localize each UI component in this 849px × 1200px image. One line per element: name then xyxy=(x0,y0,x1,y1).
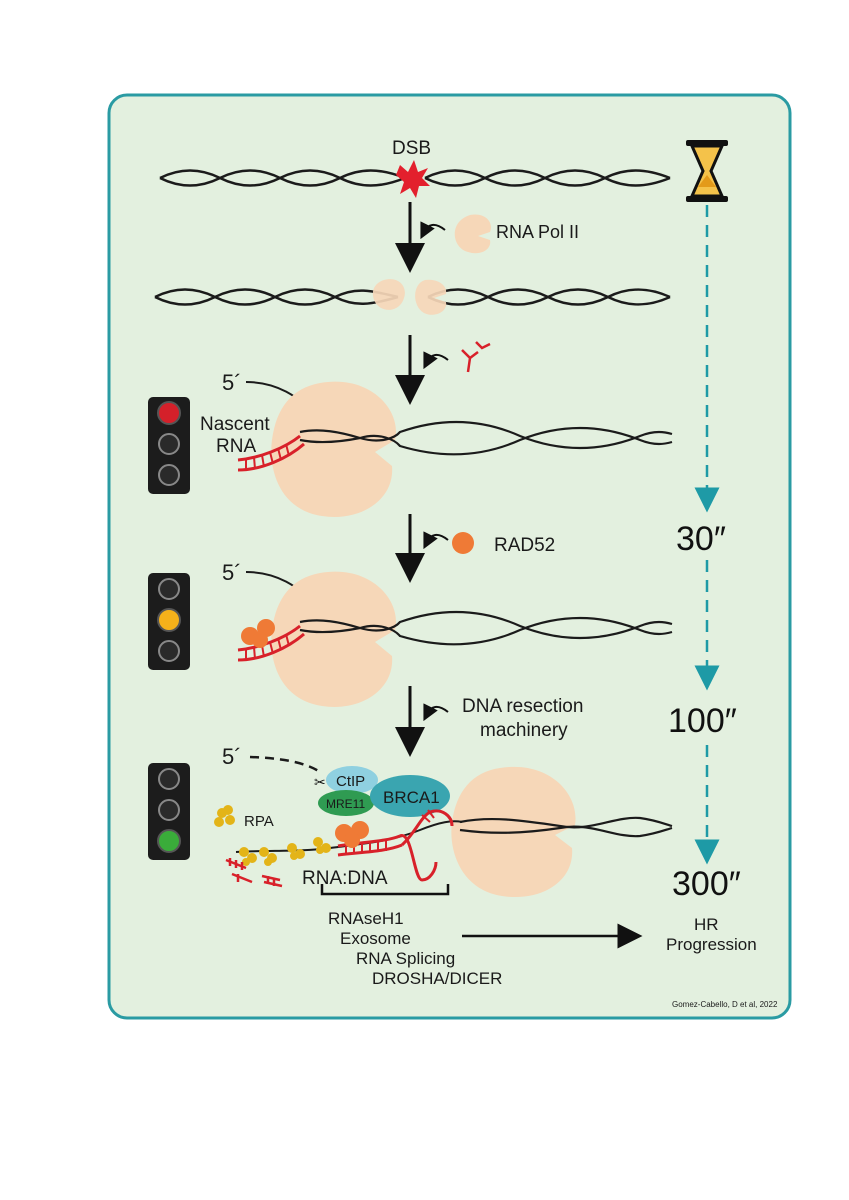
traffic-light-green xyxy=(148,763,190,860)
rna-hybrid-2 xyxy=(237,624,305,662)
dsb-label: DSB xyxy=(392,138,431,159)
rad52-bound-cluster xyxy=(241,619,275,648)
rna-pol-ii-icon xyxy=(454,214,491,254)
dna-helix-row1 xyxy=(159,169,671,187)
pol-ii-body-2 xyxy=(271,571,396,707)
traffic-light-yellow xyxy=(148,573,190,670)
mre11-label: MRE11 xyxy=(326,797,365,811)
pol-ii-bound-left xyxy=(372,279,405,310)
rad52-label: RAD52 xyxy=(494,535,555,556)
factor-rna-splicing: RNA Splicing xyxy=(356,949,455,968)
timeline-30: 30″ xyxy=(676,520,726,558)
rna-label: RNA xyxy=(216,436,256,457)
rna-dna-label: RNA:DNA xyxy=(302,868,388,889)
five-prime-label-1: 5´ xyxy=(222,370,242,395)
rna-dna-rungs xyxy=(345,809,435,855)
scissors-icon: ✂ xyxy=(314,774,326,790)
dna-helix-row4 xyxy=(299,610,673,646)
mre11-icon xyxy=(318,790,374,816)
dna-resection-label-2: machinery xyxy=(480,720,568,741)
brca1-label: BRCA1 xyxy=(383,788,440,807)
curl-arrow-3 xyxy=(423,531,449,550)
progression-label: Progression xyxy=(666,935,757,954)
ctip-label: CtIP xyxy=(336,773,365,790)
nascent-rna-hybrid xyxy=(237,434,305,472)
rpa-cluster-icons xyxy=(214,805,331,866)
timeline-300: 300″ xyxy=(672,865,741,903)
curl-arrow-4 xyxy=(423,703,449,722)
credit-label: Gomez-Cabello, D et al, 2022 xyxy=(672,1000,778,1009)
factor-rnaseh1: RNAseH1 xyxy=(328,909,404,928)
hr-label: HR xyxy=(694,915,719,934)
panel xyxy=(107,93,792,1020)
five-prime-label-3: 5´ xyxy=(222,744,242,769)
nascent-label: Nascent xyxy=(200,414,270,435)
rad52-bound-cluster-2 xyxy=(335,821,369,848)
brca1-icon xyxy=(370,775,450,817)
dna-helix-row5 xyxy=(459,816,673,838)
factor-drosha-dicer: DROSHA/DICER xyxy=(372,969,502,988)
rad52-icon xyxy=(452,532,474,554)
pol-ii-bound-right xyxy=(415,279,447,315)
resected-strand-dashed xyxy=(249,755,321,774)
curl-arrow-2 xyxy=(423,351,449,370)
rpa-label: RPA xyxy=(244,813,274,830)
rna-pol-ii-label: RNA Pol II xyxy=(496,222,579,242)
pol-ii-body-1 xyxy=(271,381,396,517)
traffic-light-red xyxy=(148,397,190,494)
degraded-rna-fragments xyxy=(225,858,283,888)
dna-resection-label-1: DNA resection xyxy=(462,696,583,717)
ctip-icon xyxy=(326,766,378,794)
factor-exosome: Exosome xyxy=(340,929,411,948)
hourglass-icon xyxy=(686,140,728,202)
dna-helix-row2 xyxy=(154,288,671,306)
dna-helix-row3 xyxy=(299,420,673,456)
dsb-break-icon xyxy=(396,160,430,198)
timeline-100: 100″ xyxy=(668,702,737,740)
rna-fragment-icon xyxy=(461,341,491,373)
curl-arrow-1 xyxy=(420,221,446,240)
five-prime-label-2: 5´ xyxy=(222,560,242,585)
rna-dna-bracket xyxy=(320,884,450,896)
